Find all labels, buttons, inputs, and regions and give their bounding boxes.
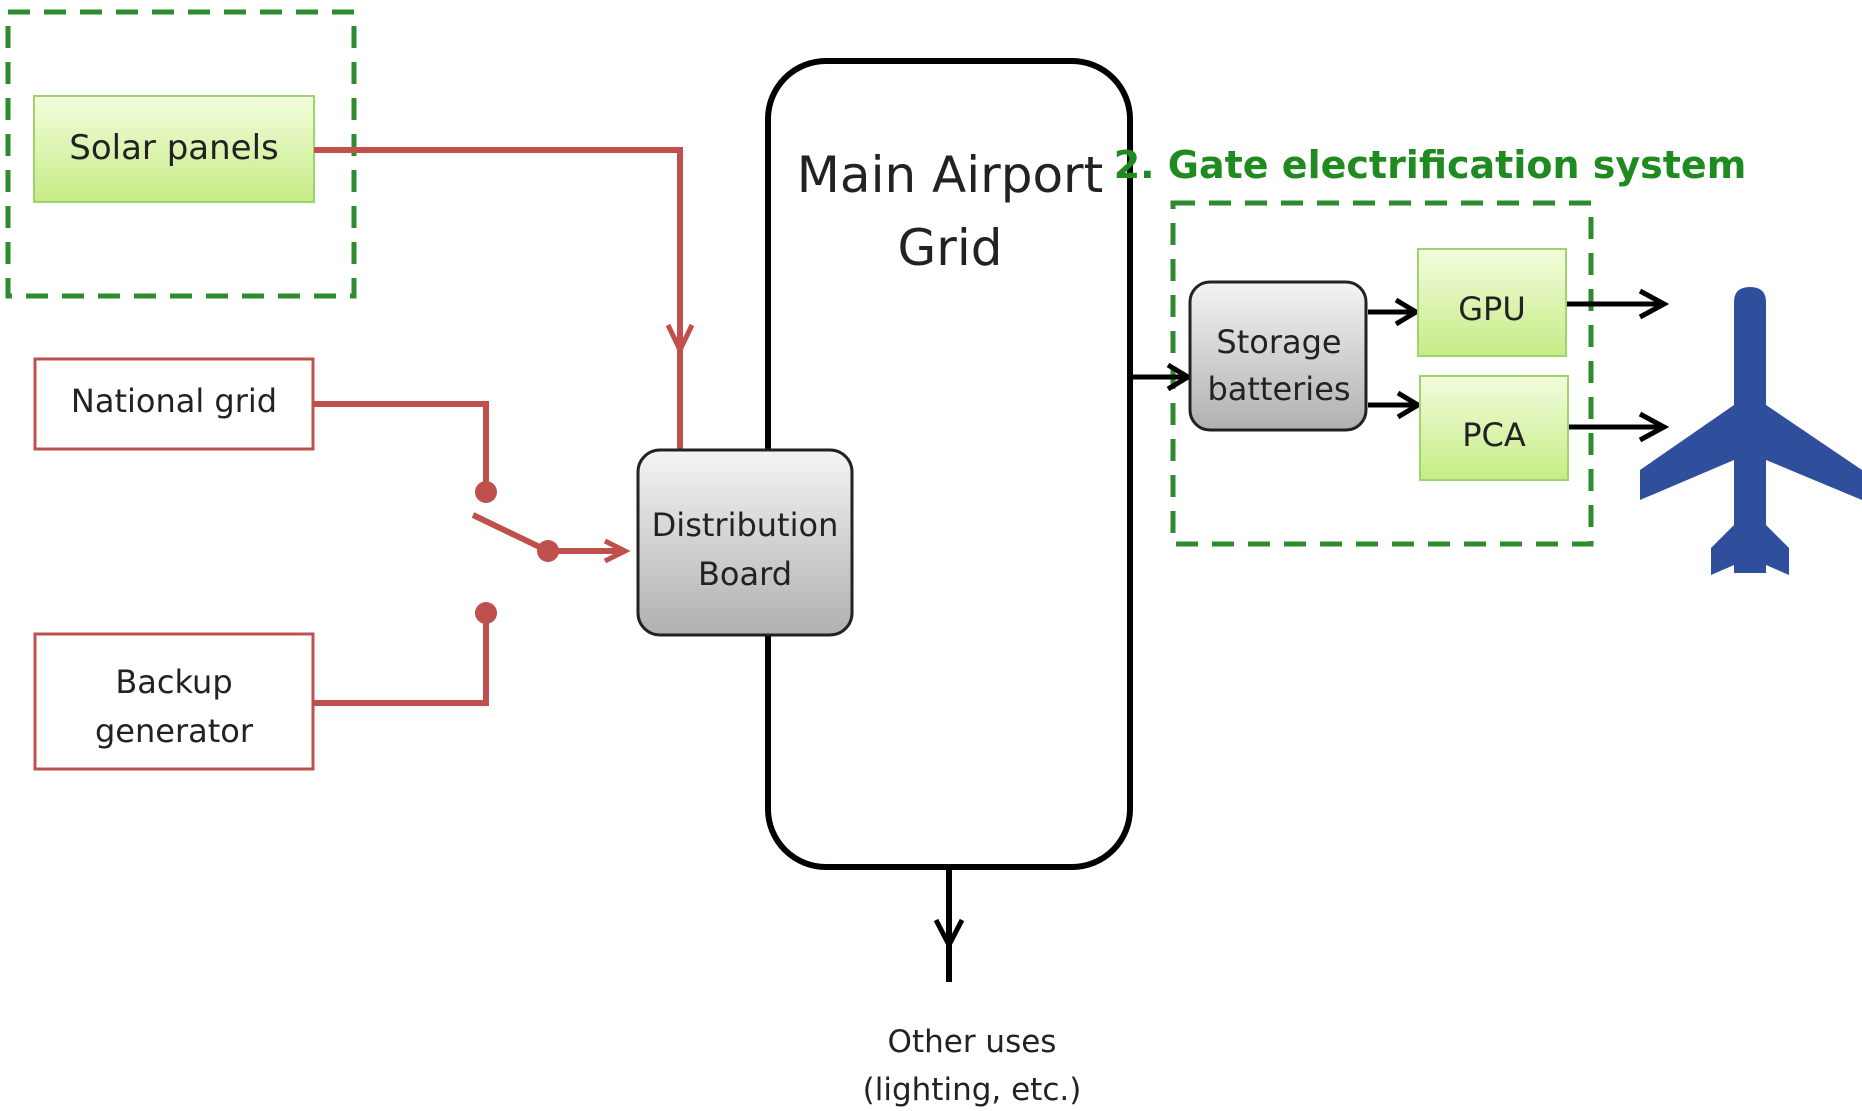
backup-generator-label-line2: generator xyxy=(95,712,254,750)
national-grid-label: National grid xyxy=(71,382,277,420)
airplane-icon xyxy=(1640,287,1862,575)
storage-batteries-box: Storage batteries xyxy=(1188,280,1368,432)
pca-box: PCA xyxy=(1419,375,1569,481)
backup-generator-label-line1: Backup xyxy=(115,663,232,701)
solar-panels-box: Solar panels xyxy=(33,95,315,203)
storage-batteries-label-line2: batteries xyxy=(1207,370,1350,408)
distribution-board-label-line1: Distribution xyxy=(652,506,839,544)
storage-batteries-label-line1: Storage xyxy=(1216,323,1341,361)
gate-system-frame xyxy=(1170,200,1594,547)
pca-label: PCA xyxy=(1462,416,1526,454)
distribution-board-label-line2: Board xyxy=(698,555,792,593)
other-uses-label-line1: Other uses xyxy=(888,1024,1057,1060)
gate-system-title: 2. Gate electrification system xyxy=(1114,143,1747,187)
main-grid-label-line1: Main Airport xyxy=(797,146,1103,204)
aircraft-supply-arrows xyxy=(1567,288,1670,443)
switch-contacts xyxy=(475,481,559,624)
battery-output-arrows xyxy=(1368,297,1423,420)
solar-panels-label: Solar panels xyxy=(69,128,279,168)
national-grid-box: National grid xyxy=(33,357,315,451)
other-uses-arrow xyxy=(933,870,965,982)
gpu-box: GPU xyxy=(1417,248,1567,357)
main-grid-label-line2: Grid xyxy=(898,219,1003,277)
backup-generator-box: Backup generator xyxy=(33,632,315,771)
solar-group-frame xyxy=(5,9,357,299)
red-power-lines xyxy=(313,147,695,706)
grid-to-batteries-arrow xyxy=(1130,362,1193,392)
other-uses-label-line2: (lighting, etc.) xyxy=(863,1072,1082,1108)
distribution-board-box: Distribution Board xyxy=(636,448,854,637)
gpu-label: GPU xyxy=(1458,290,1526,328)
